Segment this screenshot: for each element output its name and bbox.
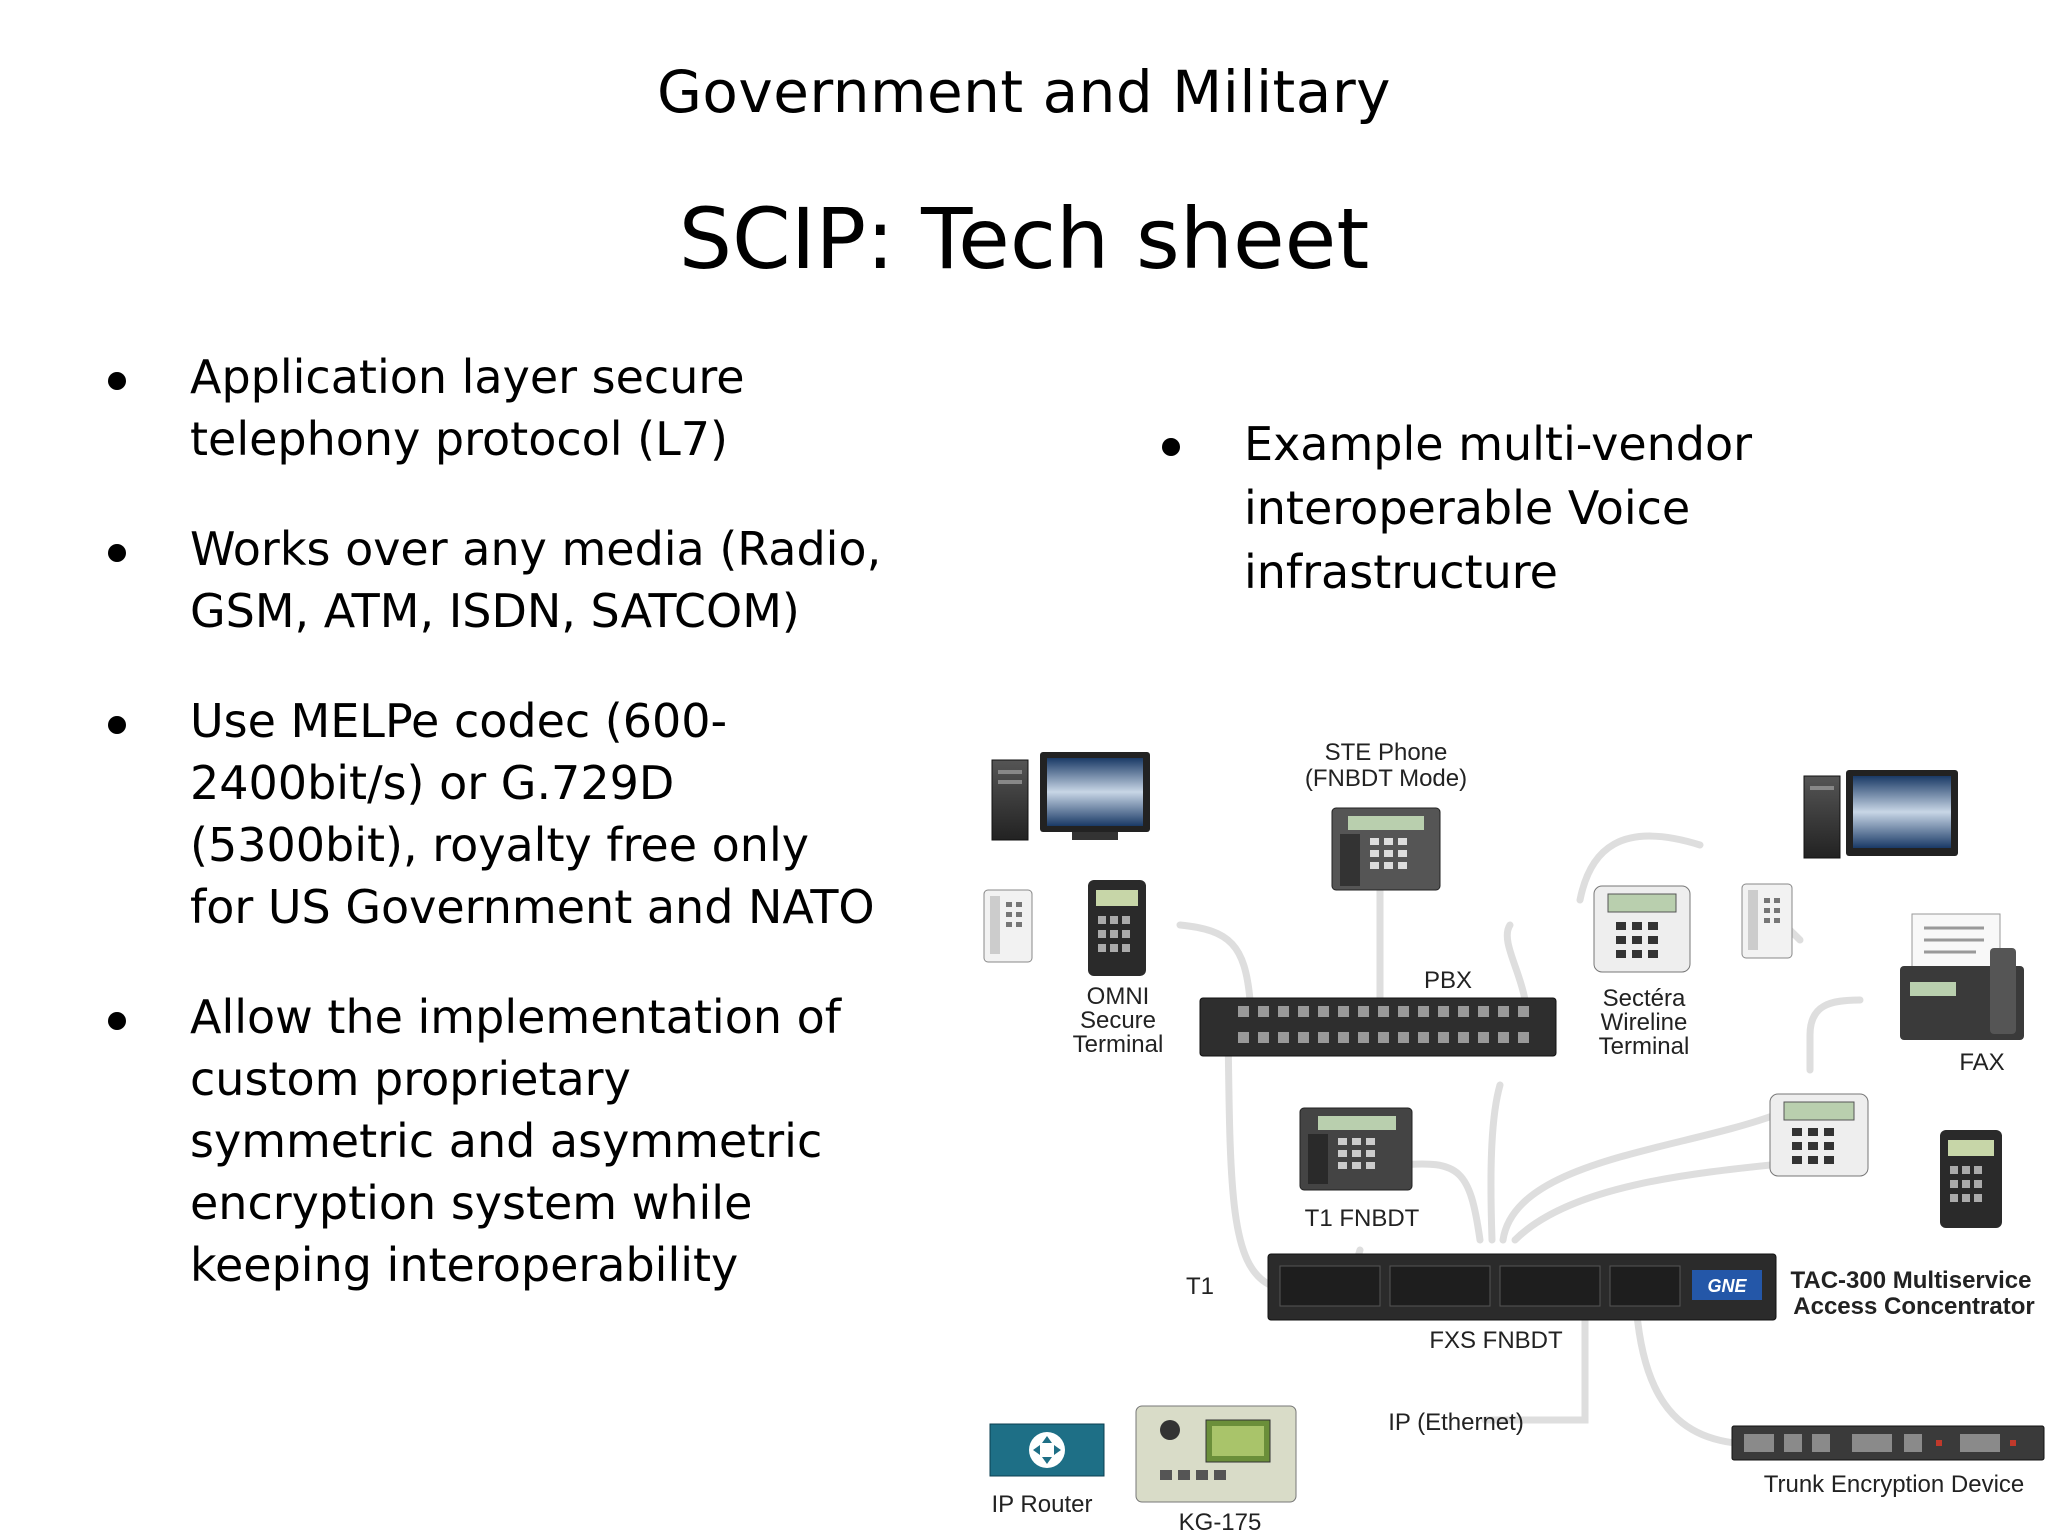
t1-label: T1 <box>1186 1273 1214 1300</box>
right-bullet-list: Example multi-vendor interoperable Voice… <box>1156 412 1816 604</box>
bullet-text: Works over any media (Radio, GSM, ATM, I… <box>190 522 882 638</box>
tac-300-label: Access Concentrator <box>1793 1293 2034 1320</box>
ste-phone-mode-label: (FNBDT Mode) <box>1305 765 1467 792</box>
bullet-item: Use MELPe codec (600-2400bit/s) or G.729… <box>102 690 882 938</box>
ip-ethernet-label: IP (Ethernet) <box>1388 1409 1524 1436</box>
bullet-text: Application layer secure telephony proto… <box>190 350 745 466</box>
bullet-text: Example multi-vendor interoperable Voice… <box>1244 417 1753 599</box>
omni-terminal-icon <box>1940 1130 2002 1228</box>
bullet-item: Example multi-vendor interoperable Voice… <box>1156 412 1816 604</box>
bullet-item: Application layer secure telephony proto… <box>102 346 882 470</box>
fax-machine-icon <box>1900 913 2024 1040</box>
ip-router-icon <box>989 1423 1105 1477</box>
secure-terminal-icon <box>1769 1093 1869 1177</box>
desk-phone-icon <box>983 889 1033 963</box>
omni-label: OMNI <box>1087 983 1150 1010</box>
bullet-dot-icon <box>108 1012 126 1030</box>
computer-icon <box>991 752 1150 841</box>
tac-300-concentrator-icon <box>1267 1253 1777 1321</box>
bullet-dot-icon <box>108 716 126 734</box>
slide-subtitle: Government and Military <box>656 58 1392 126</box>
bullet-item: Allow the implementation of custom propr… <box>102 986 882 1296</box>
slide-title: SCIP: Tech sheet <box>678 190 1370 288</box>
sectera-label: Sectéra <box>1603 985 1686 1012</box>
kg-175-label: KG-175 <box>1179 1509 1262 1536</box>
omni-terminal-icon <box>1088 880 1146 976</box>
ip-router-label: IP Router <box>992 1491 1093 1518</box>
sectera-label: Terminal <box>1599 1033 1690 1060</box>
sectera-label: Wireline <box>1601 1009 1688 1036</box>
kg-175-icon <box>1135 1405 1297 1503</box>
tac-300-label: TAC-300 Multiservice <box>1791 1267 2032 1294</box>
computer-icon <box>1803 770 1958 859</box>
pbx-label: PBX <box>1424 967 1472 994</box>
bullet-text: Use MELPe codec (600-2400bit/s) or G.729… <box>190 694 875 934</box>
left-bullet-list: Application layer secure telephony proto… <box>102 346 882 1344</box>
fax-label: FAX <box>1959 1049 2004 1076</box>
omni-label: Terminal <box>1073 1031 1164 1058</box>
ste-phone-label: STE Phone <box>1325 739 1448 766</box>
bullet-text: Allow the implementation of custom propr… <box>190 990 841 1292</box>
t1-fnbdt-phone-icon <box>1299 1107 1413 1191</box>
ste-phone-icon <box>1331 807 1441 891</box>
bullet-dot-icon <box>1162 438 1180 456</box>
sectera-terminal-icon <box>1593 885 1691 973</box>
fxs-fnbdt-label: FXS FNBDT <box>1429 1327 1563 1354</box>
network-diagram: STE Phone (FNBDT Mode) OMNI Secure Termi… <box>980 730 2048 1536</box>
gne-logo: GNE <box>1707 1276 1747 1296</box>
bullet-dot-icon <box>108 372 126 390</box>
pbx-switch-icon <box>1199 997 1557 1057</box>
trunk-encryption-label: Trunk Encryption Device <box>1764 1471 2025 1498</box>
trunk-encryption-device-icon <box>1731 1425 2045 1461</box>
omni-label: Secure <box>1080 1007 1156 1034</box>
t1-fnbdt-label: T1 FNBDT <box>1305 1205 1420 1232</box>
bullet-item: Works over any media (Radio, GSM, ATM, I… <box>102 518 882 642</box>
desk-phone-icon <box>1741 883 1793 959</box>
bullet-dot-icon <box>108 544 126 562</box>
